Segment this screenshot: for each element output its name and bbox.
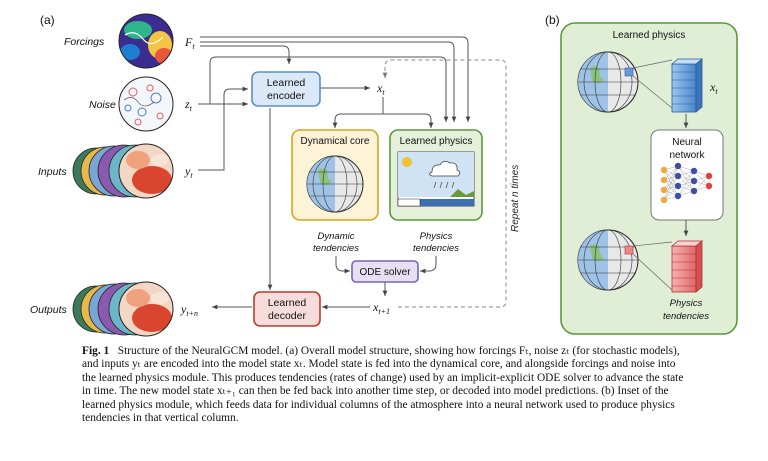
var-F: Ft (184, 35, 195, 51)
learned-physics-box: Learned physics (389, 129, 483, 221)
panel-b-label: (b) (545, 13, 560, 27)
var-y: yt (184, 164, 193, 180)
var-y-out: yt+n (180, 302, 198, 318)
weather-scene-icon (397, 151, 475, 207)
outputs-globe-stack (72, 281, 174, 337)
inputs-label: Inputs (38, 166, 67, 178)
ode-solver-box: ODE solver (351, 260, 419, 283)
svg-text:Learned: Learned (267, 77, 306, 89)
panel-b-title: Learned physics (613, 30, 686, 41)
forcings-globe (118, 13, 174, 69)
dynamic-tendencies-l1: Dynamic (318, 231, 355, 242)
svg-text:encoder: encoder (267, 90, 305, 102)
encoder-box: Learned encoder (251, 71, 321, 107)
dynamical-core-box: Dynamical core (291, 129, 379, 221)
learned-physics-title: Learned physics (400, 136, 473, 147)
encoder-line1: Learned (267, 77, 306, 89)
panel-b-input-column (632, 58, 704, 113)
ode-solver-label: ODE solver (359, 267, 411, 278)
neural-network-box: Neural network (650, 129, 724, 221)
physics-tendencies-l2: tendencies (413, 243, 459, 254)
encoder-line2: encoder (267, 90, 305, 102)
dynamic-tendencies-l2: tendencies (313, 243, 359, 254)
decoder-line2: decoder (268, 310, 306, 322)
panel-b-output-column (632, 240, 704, 293)
panel-b-globe-top (577, 51, 639, 113)
decoder-box: Learned decoder (253, 291, 321, 327)
connectors (198, 36, 471, 310)
panel-b-tendencies-l1: Physics (670, 298, 703, 309)
var-z: zt (184, 97, 193, 113)
neural-network-line2: network (669, 150, 705, 161)
physics-tendencies-l1: Physics (420, 231, 453, 242)
dynamical-core-globe (306, 155, 364, 213)
panel-a-label: (a) (40, 13, 55, 27)
inputs-globe-stack (72, 143, 174, 199)
svg-text:Learned: Learned (268, 297, 307, 309)
var-x: xt (376, 81, 385, 97)
panel-b-var-x: xt (709, 80, 718, 96)
caption-lead: Fig. 1 (82, 345, 110, 357)
repeat-loop (382, 59, 507, 308)
var-x-next: xt+1 (372, 300, 390, 316)
forcings-label: Forcings (64, 36, 105, 48)
dynamical-core-title: Dynamical core (301, 136, 370, 147)
panel-b-globe-bottom (577, 229, 639, 291)
decoder-line1: Learned (268, 297, 307, 309)
noise-label: Noise (89, 99, 116, 111)
neural-network-line1: Neural (672, 137, 701, 148)
repeat-label: Repeat n times (510, 165, 521, 232)
caption-text: Structure of the NeuralGCM model. (a) Ov… (82, 345, 684, 425)
noise-globe (118, 76, 174, 132)
neural-network-icon (660, 162, 713, 204)
svg-text:decoder: decoder (268, 310, 306, 322)
panel-b-tendencies-l2: tendencies (663, 311, 709, 322)
figure-caption: Fig. 1 Structure of the NeuralGCM model.… (82, 345, 692, 425)
outputs-label: Outputs (30, 304, 68, 316)
